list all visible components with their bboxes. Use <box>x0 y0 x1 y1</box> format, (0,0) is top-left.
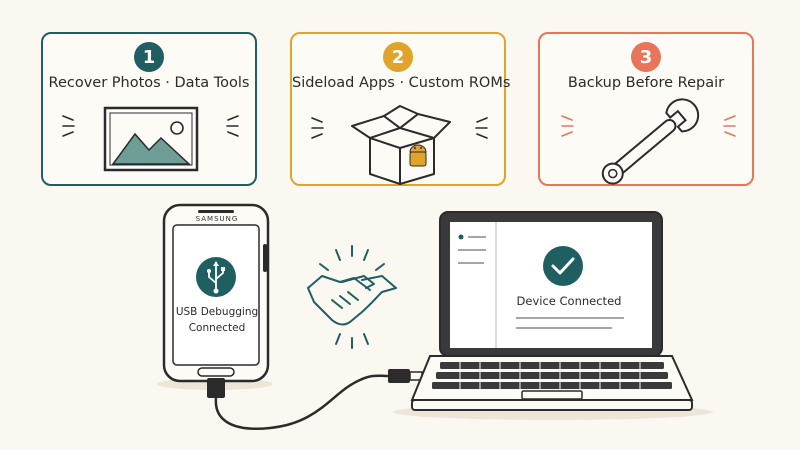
step-card-recover-photos: 1 Recover Photos · Data Tools <box>41 32 257 186</box>
step-card-sideload-apps: 2 Sideload Apps · Custom ROMs <box>290 32 511 186</box>
usb-connected-status: Connected <box>188 322 246 334</box>
usb-icon <box>196 257 236 297</box>
laptop-illustration <box>410 211 694 411</box>
photo-icon <box>62 106 239 172</box>
usb-cable <box>207 369 423 430</box>
step-label: Backup Before Repair <box>567 75 725 91</box>
wrench-icon <box>561 98 736 185</box>
app-box-icon <box>311 105 488 185</box>
usb-debugging-status: USB Debugging <box>175 306 259 318</box>
step-number-badge: 1 <box>134 42 164 72</box>
handshake-icon <box>307 245 397 349</box>
step-card-backup-before-repair: 3 Backup Before Repair <box>538 32 754 186</box>
checkmark-icon <box>543 246 583 286</box>
step-number-badge: 2 <box>383 42 413 72</box>
step-label: Recover Photos · Data Tools <box>48 75 250 91</box>
step-label: Sideload Apps · Custom ROMs <box>292 75 511 91</box>
device-connected-status: Device Connected <box>516 294 622 308</box>
step-number-badge: 3 <box>631 42 661 72</box>
phone-brand-label: SAMSUNG <box>195 215 239 223</box>
